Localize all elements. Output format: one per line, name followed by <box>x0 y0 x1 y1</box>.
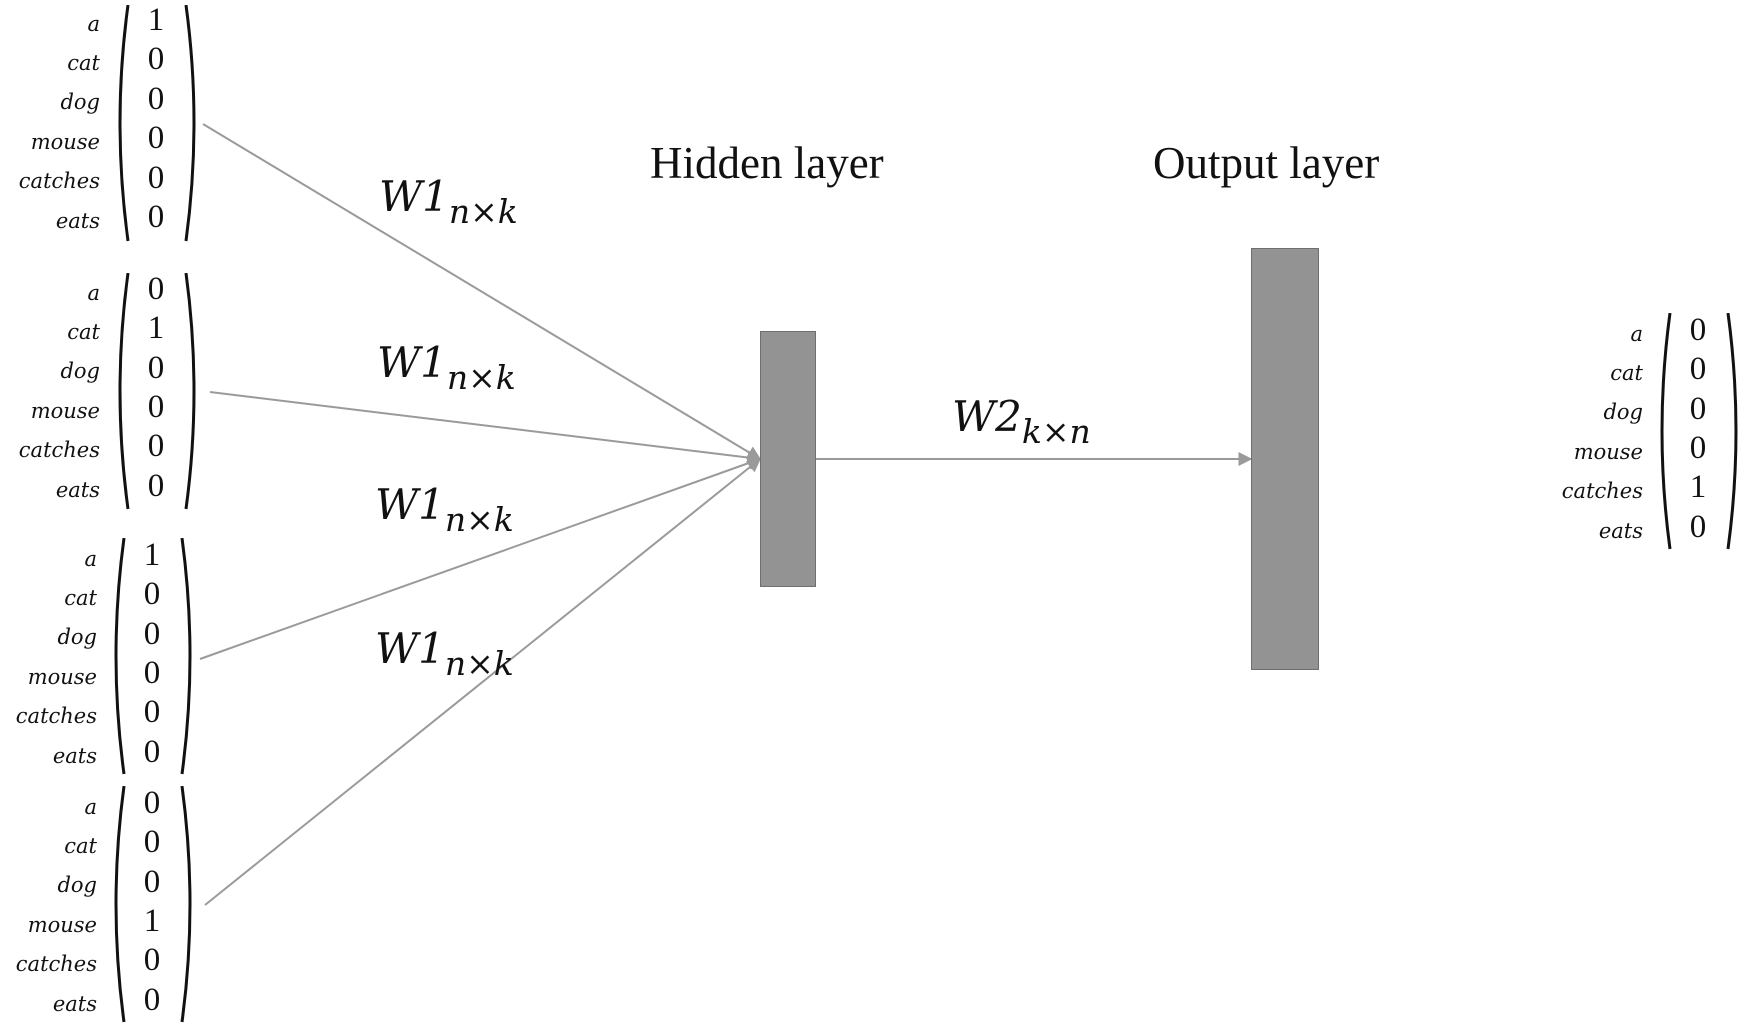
output-layer-title: Output layer <box>1153 138 1380 188</box>
vector-value: 0 <box>147 468 165 504</box>
vector-word-label: dog <box>60 90 100 114</box>
input-3-to-hidden-line <box>199 456 762 660</box>
vector-value: 0 <box>143 824 161 860</box>
vector-value: 0 <box>147 199 165 235</box>
output-layer-box <box>1251 248 1319 670</box>
vector-value: 1 <box>147 310 165 346</box>
weight-base: W1 <box>375 624 445 673</box>
matrix-brackets <box>118 5 196 242</box>
vector-word-label: mouse <box>1573 440 1643 464</box>
matrix-brackets <box>118 273 196 510</box>
vector-value: 1 <box>143 537 161 573</box>
vector-word-label: mouse <box>30 399 100 423</box>
weight-base: W1 <box>377 338 447 387</box>
weight-label-w1: W1n×k <box>377 338 516 397</box>
vector-value: 0 <box>147 160 165 196</box>
vector-word-label: cat <box>1610 361 1643 385</box>
vector-value: 0 <box>143 576 161 612</box>
vector-value: 0 <box>1689 312 1707 348</box>
matrix-brackets <box>114 538 192 775</box>
vector-word-label: dog <box>60 359 100 383</box>
vector-word-label: mouse <box>27 913 97 937</box>
vector-value: 0 <box>143 734 161 770</box>
vector-word-label: cat <box>67 320 100 344</box>
vector-value: 1 <box>147 2 165 38</box>
weight-subscript: n×k <box>444 644 514 683</box>
vector-word-label: a <box>84 795 97 819</box>
weight-label-w1: W1n×k <box>379 172 518 231</box>
vector-value: 0 <box>1689 509 1707 545</box>
vector-value: 0 <box>143 655 161 691</box>
vector-word-label: a <box>87 281 100 305</box>
vector-word-label: dog <box>57 873 97 897</box>
vector-value: 0 <box>1689 391 1707 427</box>
weight-subscript: n×k <box>446 358 516 397</box>
vector-word-label: catches <box>15 704 97 728</box>
vector-word-label: a <box>1630 322 1643 346</box>
weight-subscript: n×k <box>444 500 514 539</box>
vector-value: 1 <box>143 903 161 939</box>
weight-subscript: n×k <box>448 192 518 231</box>
vector-value: 0 <box>147 350 165 386</box>
weight-label-w1: W1n×k <box>375 624 514 683</box>
vector-value: 0 <box>147 271 165 307</box>
weight-base: W2 <box>952 392 1022 441</box>
vector-word-label: dog <box>57 625 97 649</box>
vector-word-label: catches <box>18 438 100 462</box>
weight-subscript: k×n <box>1021 412 1091 451</box>
vector-word-label: cat <box>64 586 97 610</box>
vector-word-label: mouse <box>30 130 100 154</box>
vector-word-label: eats <box>55 478 100 502</box>
vector-word-label: eats <box>1598 519 1643 543</box>
hidden-layer-box <box>760 331 816 587</box>
vector-value: 0 <box>147 120 165 156</box>
vector-value: 0 <box>143 616 161 652</box>
weight-base: W1 <box>375 480 445 529</box>
vector-value: 0 <box>143 942 161 978</box>
vector-word-label: a <box>87 12 100 36</box>
weight-label-w2: W2k×n <box>952 392 1091 451</box>
vector-value: 0 <box>143 694 161 730</box>
vector-value: 0 <box>147 41 165 77</box>
vector-value: 0 <box>1689 351 1707 387</box>
vector-value: 0 <box>147 428 165 464</box>
matrix-brackets <box>114 786 192 1023</box>
vector-value: 1 <box>1689 469 1707 505</box>
vector-value: 0 <box>143 982 161 1018</box>
vector-value: 0 <box>147 81 165 117</box>
vector-value: 0 <box>143 864 161 900</box>
input-1-to-hidden-line <box>202 123 762 460</box>
input-4-to-hidden-line <box>204 458 762 906</box>
vector-word-label: dog <box>1603 400 1643 424</box>
weight-label-w1: W1n×k <box>375 480 514 539</box>
weight-base: W1 <box>379 172 449 221</box>
hidden-layer-title: Hidden layer <box>650 138 884 188</box>
input-2-to-hidden-line <box>209 391 762 465</box>
vector-word-label: a <box>84 547 97 571</box>
vector-value: 0 <box>143 785 161 821</box>
matrix-brackets <box>1660 313 1738 550</box>
vector-word-label: cat <box>67 51 100 75</box>
vector-value: 0 <box>147 389 165 425</box>
vector-value: 0 <box>1689 430 1707 466</box>
vector-word-label: catches <box>1561 479 1643 503</box>
vector-word-label: eats <box>52 992 97 1016</box>
vector-word-label: catches <box>15 952 97 976</box>
vector-word-label: catches <box>18 169 100 193</box>
vector-word-label: eats <box>55 209 100 233</box>
vector-word-label: mouse <box>27 665 97 689</box>
vector-word-label: cat <box>64 834 97 858</box>
vector-word-label: eats <box>52 744 97 768</box>
